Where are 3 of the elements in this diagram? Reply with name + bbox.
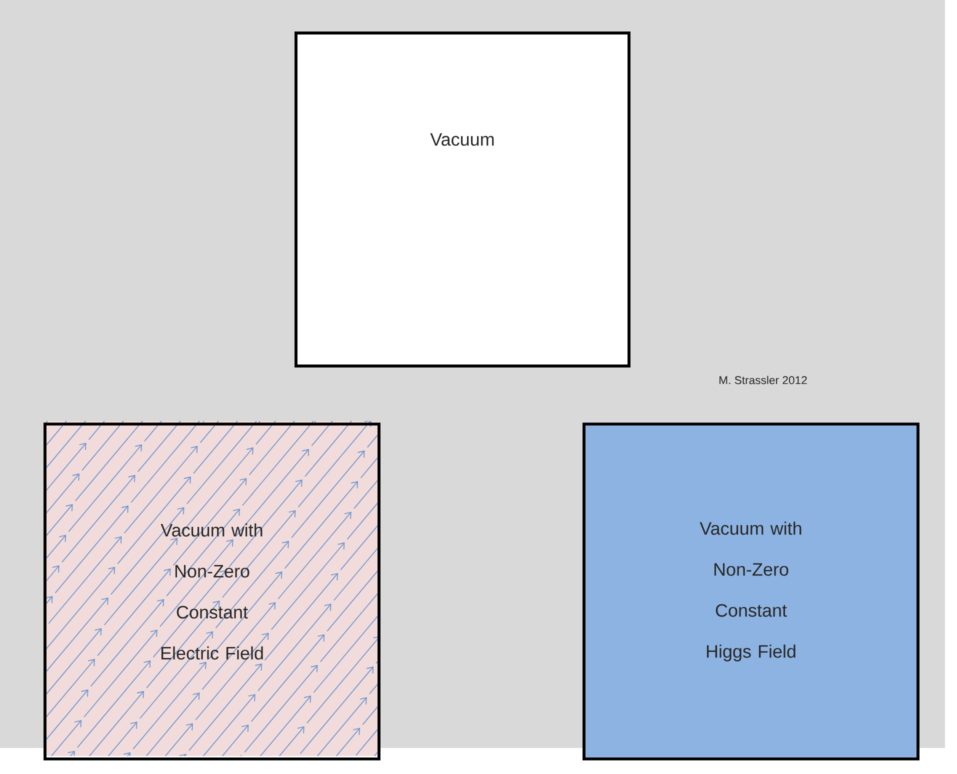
square-box: Vacuum with Non-Zero Constant Higgs Field	[582, 422, 920, 760]
square-box: Vacuum	[294, 32, 630, 368]
author-credit: M. Strassler 2012	[720, 376, 807, 384]
